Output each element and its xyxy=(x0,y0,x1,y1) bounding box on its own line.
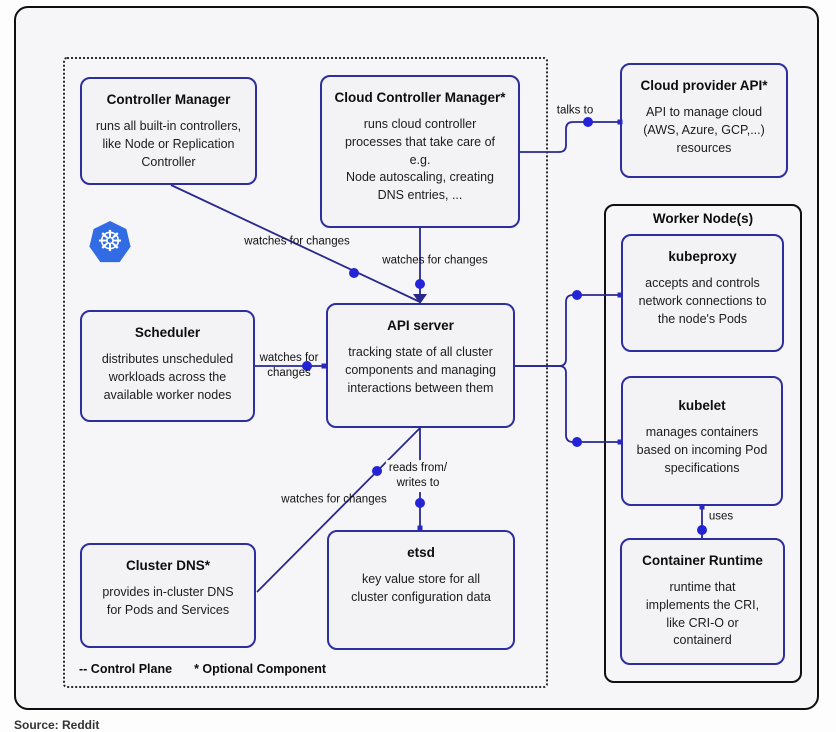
legend-control-plane: -- Control Plane xyxy=(79,662,173,676)
cloud-controller-manager-body: runs cloud controller processes that tak… xyxy=(344,117,496,202)
kubernetes-helm-icon: ☸ xyxy=(97,226,123,258)
kubernetes-logo-icon: ☸ xyxy=(89,221,131,263)
kubeproxy-box: kubeproxy accepts and controls network c… xyxy=(621,234,784,352)
worker-node-title: Worker Node(s) xyxy=(652,211,754,226)
scheduler-title: Scheduler xyxy=(134,325,201,340)
cloud-controller-manager-box: Cloud Controller Manager* runs cloud con… xyxy=(320,75,520,228)
cluster-dns-box: Cluster DNS* provides in-cluster DNS for… xyxy=(80,543,256,648)
cloud-provider-api-body: API to manage cloud (AWS, Azure, GCP,...… xyxy=(643,105,765,155)
etsd-box: etsd key value store for all cluster con… xyxy=(327,530,515,650)
etsd-body: key value store for all cluster configur… xyxy=(351,572,491,604)
cloud-provider-api-box: Cloud provider API* API to manage cloud … xyxy=(620,63,788,178)
label-reads-writes: reads from/ writes to xyxy=(385,460,451,492)
label-watches-scheduler: watches for changes xyxy=(259,352,319,379)
container-runtime-body: runtime that implements the CRI, like CR… xyxy=(645,580,760,648)
label-watches-controller-manager: watches for changes xyxy=(244,235,350,248)
api-server-body: tracking state of all cluster components… xyxy=(345,345,496,395)
legend-optional-component: * Optional Component xyxy=(194,662,326,676)
cloud-controller-manager-title: Cloud Controller Manager* xyxy=(334,90,506,105)
cluster-dns-body: provides in-cluster DNS for Pods and Ser… xyxy=(102,585,234,617)
kubelet-body: manages containers based on incoming Pod… xyxy=(636,425,768,475)
cluster-dns-title: Cluster DNS* xyxy=(125,558,211,573)
container-runtime-box: Container Runtime runtime that implement… xyxy=(620,538,785,665)
kubelet-title: kubelet xyxy=(678,398,726,413)
controller-manager-box: Controller Manager runs all built-in con… xyxy=(80,77,257,185)
scheduler-body: distributes unscheduled workloads across… xyxy=(101,352,234,402)
label-talks-to: talks to xyxy=(556,104,594,117)
scheduler-box: Scheduler distributes unscheduled worklo… xyxy=(80,310,255,422)
etsd-title: etsd xyxy=(407,545,435,560)
kubelet-box: kubelet manages containers based on inco… xyxy=(621,376,783,506)
cloud-provider-api-title: Cloud provider API* xyxy=(640,78,768,93)
kubeproxy-body: accepts and controls network connections… xyxy=(638,276,767,326)
container-runtime-title: Container Runtime xyxy=(642,553,763,568)
api-server-box: API server tracking state of all cluster… xyxy=(326,303,515,428)
kubeproxy-title: kubeproxy xyxy=(668,249,737,264)
api-server-title: API server xyxy=(387,318,454,333)
kubernetes-heptagon: ☸ xyxy=(89,221,131,263)
controller-manager-body: runs all built-in controllers, like Node… xyxy=(95,119,242,169)
label-watches-ccm: watches for changes xyxy=(382,254,488,267)
label-uses: uses xyxy=(708,510,734,523)
controller-manager-title: Controller Manager xyxy=(106,92,231,107)
source-caption: Source: Reddit xyxy=(14,718,100,732)
label-watches-cluster-dns: watches for changes xyxy=(281,493,387,506)
legend: -- Control Plane * Optional Component xyxy=(79,662,326,676)
